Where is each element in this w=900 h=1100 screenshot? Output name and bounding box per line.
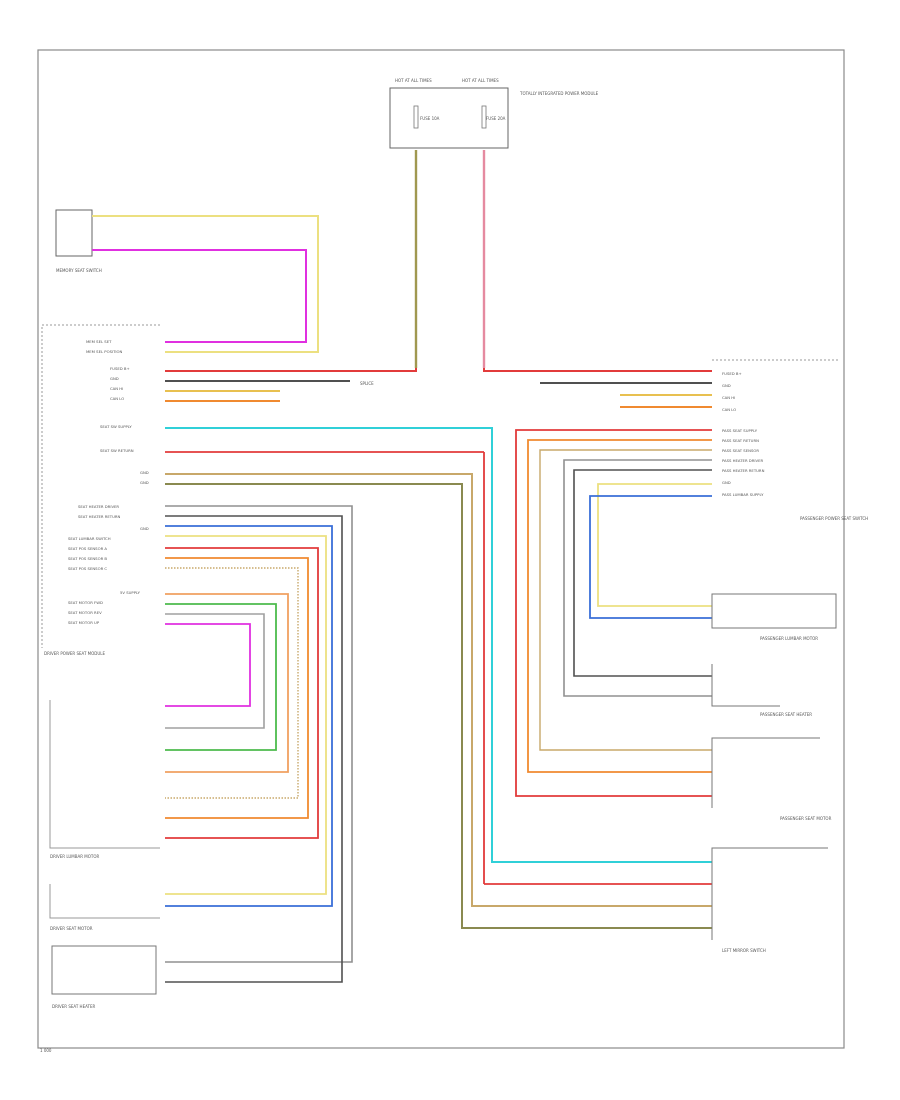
driver-pin: SEAT SW SUPPLY	[100, 424, 132, 429]
memory-seat-switch-label: MEMORY SEAT SWITCH	[56, 268, 102, 273]
driver-pin-labels: MEM SEL SET MEM SEL POSITION FUSED B+ GN…	[68, 339, 149, 625]
driver-pin: GND	[140, 470, 149, 475]
driver-pin: SEAT LUMBAR SWITCH	[68, 536, 111, 541]
lh-mirror-label: LEFT MIRROR SWITCH	[722, 948, 766, 953]
diagram-frame	[37, 49, 845, 1049]
passenger-module-label: PASSENGER POWER SEAT SWITCH	[800, 516, 868, 521]
fuse-box-label: TOTALLY INTEGRATED POWER MODULE	[519, 91, 599, 96]
wire-sensor-gray	[165, 613, 265, 729]
passenger-lumbar-label: PASSENGER LUMBAR MOTOR	[760, 636, 818, 641]
passenger-pin-labels: FUSED B+ GND CAN HI CAN LO PASS SEAT SUP…	[722, 371, 765, 497]
wire-lumbar-blue	[165, 525, 333, 907]
driver-pin: SEAT POS SENSOR A	[68, 546, 107, 551]
footer-code: 1 000	[40, 1048, 52, 1053]
wire-motor-tan	[165, 567, 299, 799]
driver-pin: GND	[140, 526, 149, 531]
wire-mem-set	[92, 215, 319, 353]
wire-heater-driver	[165, 505, 353, 963]
wire-sensor-green	[165, 603, 277, 751]
wire-pass-heater-gray	[563, 459, 712, 697]
passenger-pin: PASS SEAT RETURN	[722, 438, 759, 443]
wire-motor-red	[165, 547, 319, 839]
wire-pass-motor-orange	[527, 439, 712, 773]
driver-pin: SEAT SW RETURN	[100, 448, 134, 453]
ground-junction-label: SPLICE	[360, 381, 374, 386]
driver-module-label: DRIVER POWER SEAT MODULE	[44, 651, 105, 656]
wire-sensor-magenta	[165, 623, 251, 707]
passenger-pin: CAN LO	[722, 407, 736, 412]
wire-heater-return	[165, 515, 343, 983]
driver-seat-motor-outline	[49, 884, 160, 919]
passenger-motor-outline	[711, 737, 820, 808]
wire-motor-orange	[165, 557, 309, 819]
driver-pin: SEAT MOTOR FWD	[68, 600, 103, 605]
wire-pass-lumbar-yellow	[597, 483, 712, 607]
passenger-heater-label: PASSENGER SEAT HEATER	[760, 712, 812, 717]
passenger-pin: GND	[722, 383, 731, 388]
passenger-heater-outline	[711, 664, 780, 707]
lh-mirror-outline	[711, 847, 828, 940]
wire-pass-lumbar-blue	[589, 495, 712, 619]
wire-5v	[165, 593, 289, 773]
wire-mem-pos	[92, 249, 307, 343]
wire-pass-bplus	[483, 368, 712, 372]
passenger-pin: PASS SEAT SUPPLY	[722, 428, 758, 433]
driver-module-outline	[41, 324, 160, 648]
passenger-lumbar-box	[711, 593, 837, 629]
passenger-pin: PASS HEATER RETURN	[722, 468, 765, 473]
passenger-pin: FUSED B+	[722, 371, 742, 376]
driver-pin: FUSED B+	[110, 366, 130, 371]
fuse-left-icon	[413, 105, 419, 129]
driver-pin: 5V SUPPLY	[120, 590, 141, 595]
fuse-right-hot: HOT AT ALL TIMES	[462, 78, 499, 83]
wire-gnd-b	[165, 483, 712, 929]
driver-pin: GND	[110, 376, 119, 381]
driver-pin: SEAT HEATER DRIVER	[78, 504, 119, 509]
passenger-motor-label: PASSENGER SEAT MOTOR	[780, 816, 832, 821]
driver-heater-box	[51, 945, 157, 995]
driver-pin: SEAT HEATER RETURN	[78, 514, 121, 519]
passenger-pin: GND	[722, 480, 731, 485]
driver-pin: MEM SEL POSITION	[86, 349, 123, 354]
passenger-pin: PASS HEATER DRIVER	[722, 458, 763, 463]
fuse-right-label: FUSE 20A	[486, 116, 506, 121]
driver-pin: GND	[140, 480, 149, 485]
driver-lumbar-outline	[49, 700, 160, 849]
wire-pass-motor-tan	[539, 449, 712, 751]
wire-seat-return	[165, 451, 712, 885]
driver-lumbar-label: DRIVER LUMBAR MOTOR	[50, 854, 99, 859]
fuse-left-label: FUSE 10A	[420, 116, 440, 121]
wire-lumbar-yellow	[165, 535, 327, 895]
passenger-pin: CAN HI	[722, 395, 735, 400]
driver-seat-motor-label: DRIVER SEAT MOTOR	[50, 926, 93, 931]
driver-heater-label: DRIVER SEAT HEATER	[52, 1004, 95, 1009]
passenger-pin: PASS LUMBAR SUPPLY	[722, 492, 764, 497]
driver-pin: SEAT MOTOR UP	[68, 620, 100, 625]
driver-pin: SEAT MOTOR REV	[68, 610, 102, 615]
driver-pin: MEM SEL SET	[86, 339, 112, 344]
driver-pin: CAN HI	[110, 386, 123, 391]
driver-pin: CAN LO	[110, 396, 124, 401]
fuse-box: TOTALLY INTEGRATED POWER MODULE HOT AT A…	[389, 78, 599, 149]
driver-pin: SEAT POS SENSOR C	[68, 566, 107, 571]
passenger-pin: PASS SEAT SENSOR	[722, 448, 759, 453]
wire-pass-motor-red	[515, 429, 712, 797]
fuse-left-hot: HOT AT ALL TIMES	[395, 78, 432, 83]
fuse-right-icon	[481, 105, 487, 129]
wire-gnd-a	[165, 473, 712, 907]
wire-driver-bplus	[165, 368, 417, 372]
memory-seat-switch: MEMORY SEAT SWITCH	[55, 209, 102, 273]
wire-seat-supply	[165, 427, 712, 863]
driver-pin: SEAT POS SENSOR B	[68, 556, 107, 561]
wire-pass-heater-dark	[573, 469, 712, 677]
